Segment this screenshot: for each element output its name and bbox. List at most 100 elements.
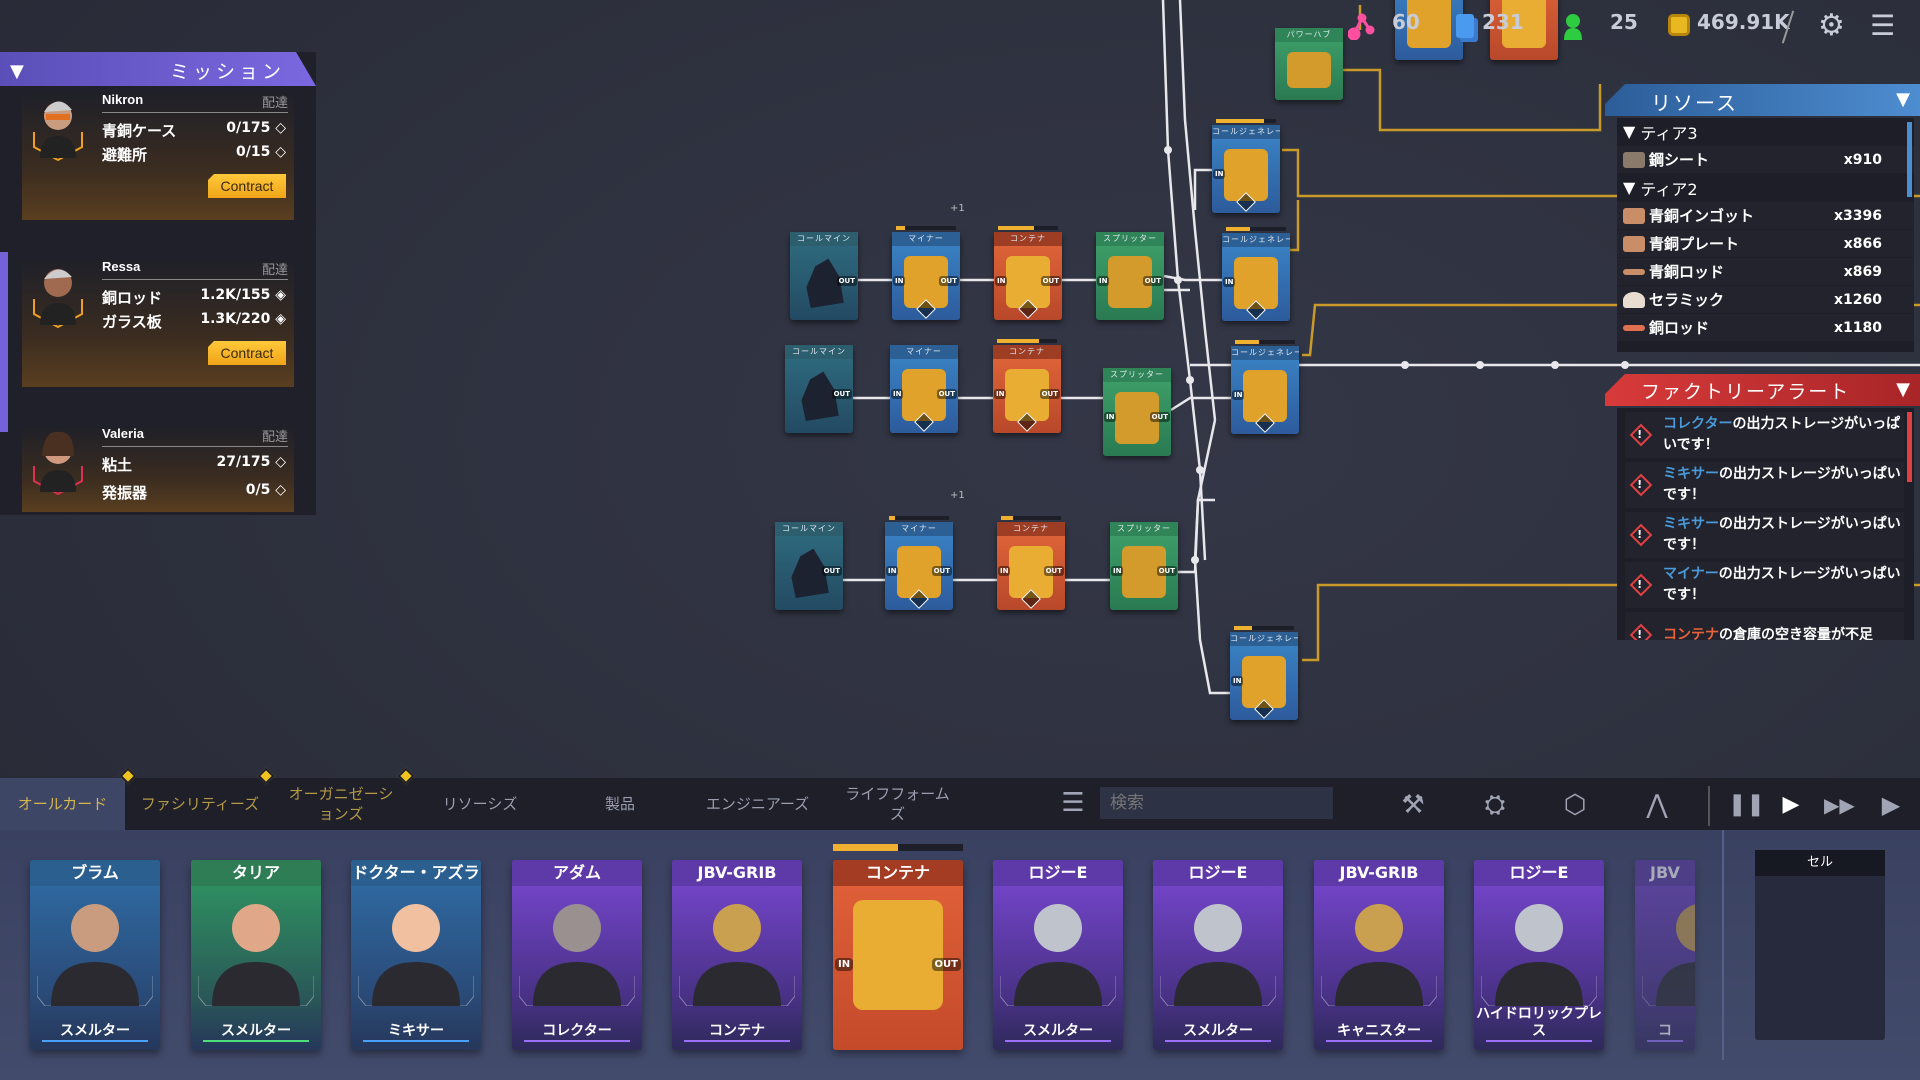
graph-icon[interactable]: [1348, 12, 1378, 40]
build-tools-icon[interactable]: ⚒: [1401, 790, 1425, 820]
input-port[interactable]: IN: [998, 566, 1011, 576]
output-port[interactable]: OUT: [1040, 276, 1061, 286]
tab-products[interactable]: 製品: [604, 795, 635, 813]
scrollbar[interactable]: [0, 252, 8, 432]
alerts-header[interactable]: ファクトリーアラート▼: [1605, 374, 1920, 406]
output-port[interactable]: OUT: [938, 276, 959, 286]
output-port[interactable]: OUT: [1149, 412, 1170, 422]
tab-lifeforms[interactable]: ライフフォームズ: [845, 785, 950, 823]
output-port[interactable]: OUT: [1039, 389, 1060, 399]
input-port[interactable]: IN: [995, 276, 1008, 286]
input-port[interactable]: IN: [893, 276, 906, 286]
coal-generator-node[interactable]: コールジェネレーターIN: [1212, 119, 1280, 213]
alert-item[interactable]: !コレクターの出力ストレージがいっぱいです！: [1625, 412, 1904, 458]
coal-generator-node[interactable]: コールジェネレーターIN: [1230, 626, 1298, 720]
coal-generator-node[interactable]: コールジェネレーターIN: [1222, 227, 1290, 321]
container-node[interactable]: [1490, 0, 1558, 60]
hexagon-icon[interactable]: ⬡: [1563, 790, 1587, 820]
output-port[interactable]: OUT: [1142, 276, 1163, 286]
output-port[interactable]: OUT: [1043, 566, 1064, 576]
pause-button[interactable]: ❚❚: [1728, 792, 1765, 817]
cell-panel[interactable]: セル: [1755, 850, 1885, 1040]
fast-forward-button[interactable]: ▶▶: [1824, 793, 1855, 817]
credits-icon[interactable]: ⛭: [1484, 790, 1506, 820]
scrollbar[interactable]: [1907, 412, 1912, 482]
alert-item[interactable]: !マイナーの出力ストレージがいっぱいです！: [1625, 562, 1904, 608]
card-role: コレクター: [542, 1023, 612, 1039]
alert-item[interactable]: !ミキサーの出力ストレージがいっぱいです！: [1625, 512, 1904, 558]
input-port[interactable]: IN: [1223, 277, 1236, 287]
input-port[interactable]: IN: [886, 566, 899, 576]
research-tree-icon[interactable]: ⋀: [1646, 790, 1668, 820]
scrollbar[interactable]: [1907, 122, 1912, 197]
search-input[interactable]: [1100, 787, 1333, 819]
tier-header[interactable]: ▼ ティア3: [1623, 122, 1698, 143]
play-button[interactable]: ▶: [1782, 792, 1800, 817]
generator-node[interactable]: [1395, 0, 1463, 60]
portrait-image: [1321, 904, 1437, 1006]
collapse-icon[interactable]: ▼: [1896, 379, 1910, 400]
engineer-card[interactable]: アダムコレクター: [512, 860, 642, 1050]
menu-icon[interactable]: ☰: [1870, 9, 1896, 42]
tab-organizations[interactable]: オーガニゼーションズ: [288, 785, 394, 823]
engineer-card[interactable]: タリアスメルター: [191, 860, 321, 1050]
alert-item[interactable]: !ミキサーの出力ストレージがいっぱいです！: [1625, 462, 1904, 508]
output-port[interactable]: OUT: [931, 958, 961, 971]
tab-facilities[interactable]: ファシリティーズ: [140, 795, 260, 813]
portrait-image: [37, 904, 153, 1006]
missions-header[interactable]: ▼ミッション: [0, 52, 316, 86]
input-port[interactable]: IN: [994, 389, 1007, 399]
input-port[interactable]: IN: [891, 389, 904, 399]
alert-item[interactable]: !コンテナの倉庫の空き容量が不足: [1625, 612, 1904, 640]
input-port[interactable]: IN: [1232, 390, 1245, 400]
tab-all-cards[interactable]: オールカード: [0, 778, 125, 830]
output-port[interactable]: OUT: [831, 389, 852, 399]
output-port[interactable]: OUT: [821, 566, 842, 576]
collapse-icon[interactable]: ▼: [10, 61, 24, 82]
input-port[interactable]: IN: [1104, 412, 1117, 422]
engineer-card[interactable]: ドクター・アズラミキサー: [351, 860, 481, 1050]
tab-resources[interactable]: リソーシズ: [442, 795, 518, 813]
contract-button[interactable]: Contract: [208, 174, 286, 198]
input-port[interactable]: IN: [835, 958, 854, 971]
fastest-button[interactable]: ▶: [1881, 791, 1901, 819]
contract-button[interactable]: Contract: [208, 341, 286, 365]
input-port[interactable]: IN: [1111, 566, 1124, 576]
coal-generator-node[interactable]: コールジェネレーターIN: [1231, 340, 1299, 434]
card-role: コ: [1658, 1023, 1672, 1039]
input-port[interactable]: IN: [1097, 276, 1110, 286]
output-port[interactable]: OUT: [1156, 566, 1177, 576]
power-hub-node[interactable]: パワーハブ: [1275, 28, 1343, 100]
output-port[interactable]: OUT: [836, 276, 857, 286]
resources-header[interactable]: リソース▼: [1605, 84, 1920, 116]
tab-engineers[interactable]: エンジニアーズ: [705, 795, 810, 813]
filter-icon[interactable]: ☰: [1061, 788, 1085, 818]
input-port[interactable]: IN: [1231, 676, 1244, 686]
collapse-icon[interactable]: ▼: [1896, 89, 1910, 110]
output-port[interactable]: OUT: [936, 389, 957, 399]
tier-header[interactable]: ▼ ティア2: [1623, 178, 1698, 199]
input-port[interactable]: IN: [1213, 169, 1226, 179]
engineer-card[interactable]: ブラムスメルター: [30, 860, 160, 1050]
gear-icon[interactable]: ⚙: [1818, 8, 1845, 43]
output-port[interactable]: OUT: [931, 566, 952, 576]
